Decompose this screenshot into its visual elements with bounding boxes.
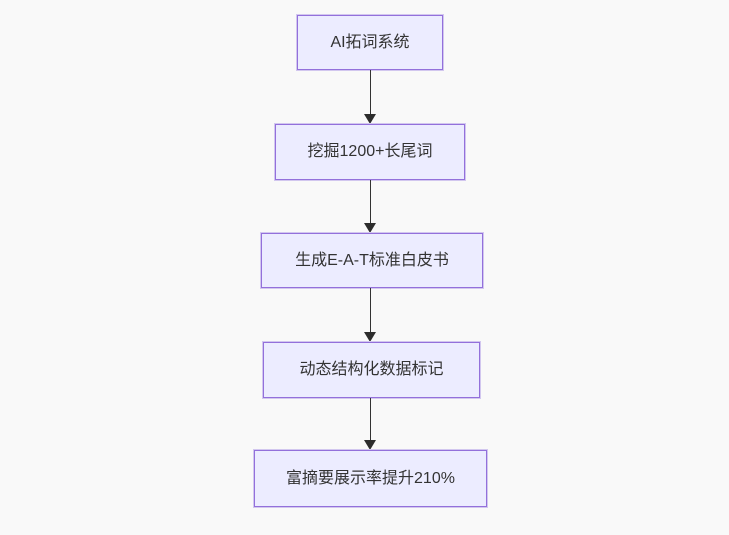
arrow-head-icon: [364, 332, 376, 342]
flow-node-structured-data-markup: 动态结构化数据标记: [263, 342, 480, 398]
arrow-line: [369, 288, 372, 333]
arrow-line: [369, 180, 372, 224]
arrow-head-icon: [364, 114, 376, 124]
flow-arrow-1: [364, 70, 377, 124]
flow-node-label: 挖掘1200+长尾词: [307, 143, 433, 161]
flow-node-label: AI拓词系统: [330, 33, 410, 51]
arrow-head-icon: [364, 440, 376, 450]
flow-node-rich-snippet-result: 富摘要展示率提升210%: [254, 450, 487, 507]
arrow-line: [369, 398, 372, 441]
arrow-head-icon: [364, 223, 376, 233]
flow-arrow-3: [364, 288, 377, 342]
flow-node-label: 富摘要展示率提升210%: [286, 469, 455, 487]
flow-node-longtail-keywords: 挖掘1200+长尾词: [275, 124, 465, 180]
flow-node-label: 生成E-A-T标准白皮书: [295, 251, 449, 269]
flow-node-eat-whitepaper: 生成E-A-T标准白皮书: [261, 233, 483, 288]
flow-arrow-2: [364, 180, 377, 233]
flow-node-label: 动态结构化数据标记: [299, 361, 444, 379]
flow-node-ai-word-system: AI拓词系统: [297, 15, 443, 70]
arrow-line: [369, 70, 372, 115]
flow-arrow-4: [364, 398, 377, 450]
